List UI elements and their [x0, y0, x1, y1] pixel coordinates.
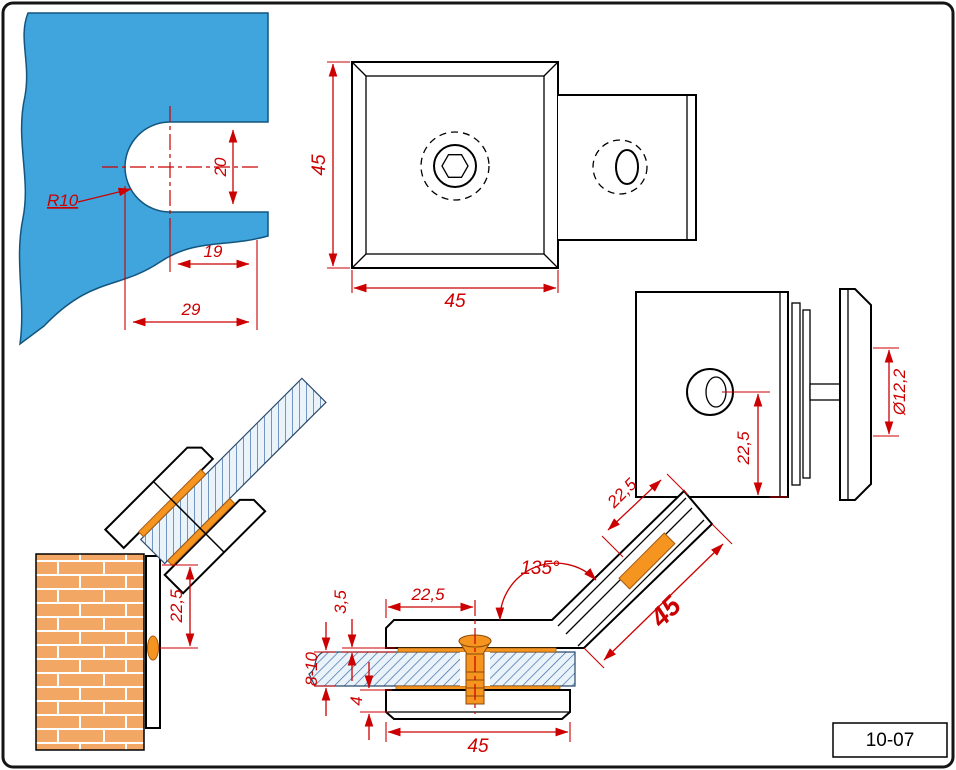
- side-plate: [558, 94, 697, 241]
- dim-hole-diameter: Ø12,2: [890, 368, 909, 416]
- dim-wall-hole-offset: 22,5: [167, 589, 186, 624]
- wall-gasket: [147, 635, 159, 661]
- clamp-body-side: [635, 291, 789, 498]
- bolt-shaft: [809, 383, 841, 401]
- bolt-axis: [152, 481, 225, 553]
- dim-body-width: 45: [467, 736, 489, 757]
- dim-notch-width: 20: [211, 157, 230, 177]
- dim-arm-angle: 135°: [520, 558, 560, 579]
- brick-wall: [35, 553, 145, 751]
- dim-center-to-edge: 19: [204, 242, 223, 261]
- dim-front-width: 45: [444, 291, 466, 312]
- side-hole: [615, 149, 639, 185]
- dim-glass-thickness: 8-10: [302, 651, 321, 686]
- cover-cap: [839, 288, 872, 501]
- dim-tangent-to-edge: 29: [181, 300, 201, 319]
- gasket-strip: [791, 302, 801, 486]
- title-block: 10-07: [832, 722, 948, 758]
- view-glass-cutout: 19 29 20 R10: [18, 12, 269, 346]
- bolt-head: [433, 144, 477, 188]
- glass-section: [308, 651, 576, 687]
- view-wall-mounted: 22,5: [35, 377, 327, 751]
- dim-edge-clearance: 4: [347, 696, 366, 705]
- glass-pane: [139, 377, 327, 565]
- bolt-clearance-circle: [420, 131, 490, 201]
- gasket-upper: [137, 468, 207, 538]
- gasket-lower: [166, 497, 236, 567]
- hex-socket: [441, 154, 469, 178]
- part-number: 10-07: [866, 730, 915, 751]
- dim-gasket-thickness: 3,5: [331, 590, 350, 614]
- dim-radius: R10: [47, 191, 79, 210]
- dim-section-hole-offset: 22,5: [410, 585, 445, 604]
- dim-side-hole-offset: 22,5: [734, 431, 753, 466]
- clamp-plate-upper: [103, 446, 215, 550]
- side-hole-clearance: [592, 139, 648, 195]
- view-side: 22,5 Ø12,2: [635, 288, 909, 501]
- view-section: 22,5 3,5 8-10 4 45 135° 22,5 45: [302, 473, 733, 757]
- dim-front-height: 45: [309, 154, 330, 176]
- clamp-body-front: [351, 61, 559, 269]
- view-front: 45 45: [309, 61, 697, 312]
